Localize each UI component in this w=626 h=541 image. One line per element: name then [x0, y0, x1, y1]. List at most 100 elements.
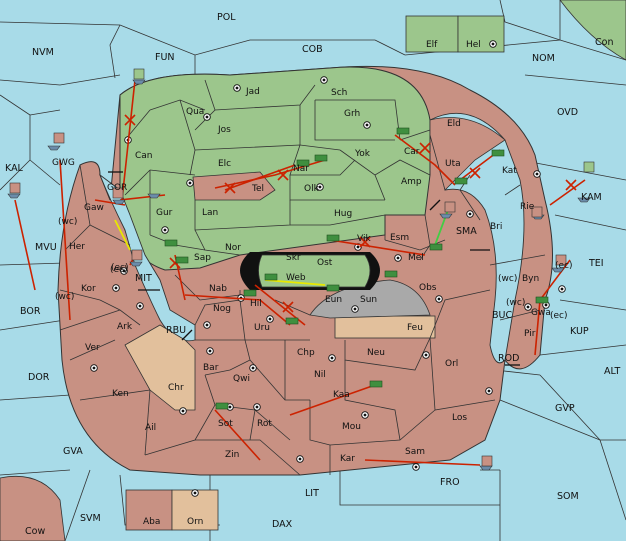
supply-centers	[90, 40, 566, 497]
units	[7, 68, 595, 471]
province-label: Elf	[426, 40, 438, 50]
sea-label: FRO	[440, 477, 460, 488]
black-route-arrows	[108, 171, 520, 366]
province-label: Mou	[342, 422, 361, 432]
province-label: Feu	[407, 323, 423, 333]
supply-center-dot	[526, 305, 530, 309]
sea-label: SMA	[456, 226, 477, 237]
cow-land	[0, 475, 66, 541]
sea-label: MIT	[135, 273, 152, 284]
uta-region	[429, 117, 506, 191]
sea-label: POL	[217, 12, 236, 23]
coast-tag: (wc)	[498, 274, 517, 284]
sea-label: BOR	[20, 306, 41, 317]
province-label: Zin	[225, 450, 239, 460]
province-label: Hug	[334, 209, 352, 219]
supply-center-dot	[437, 297, 441, 301]
province-label: Gaw	[84, 203, 104, 213]
supply-center-dot	[193, 491, 197, 495]
sea-labels: POL COB NVM FUN NOM Con KAL MVU BOR MIT …	[5, 12, 620, 537]
supply-center-dot	[181, 409, 185, 413]
sea-label: KUP	[570, 326, 589, 337]
sea-label: SVM	[80, 513, 101, 524]
sea-label: ALT	[604, 366, 620, 377]
supply-center-dot	[228, 405, 232, 409]
supply-center-dot	[544, 303, 548, 307]
sea-label: OVD	[557, 107, 578, 118]
supply-center-dot	[163, 228, 167, 232]
sea-label: BUC	[492, 310, 512, 321]
province-label: Olk	[304, 184, 320, 194]
supply-center-dot	[330, 356, 334, 360]
province-label: Mel	[408, 253, 424, 263]
province-label: Ost	[317, 258, 333, 268]
land-labels: Jad Sch Qua Jos Grh Eld Can Car Yok Elc …	[52, 40, 551, 527]
supply-center-dot	[205, 115, 209, 119]
province-label: Bri	[490, 222, 502, 232]
western-lagoon	[98, 173, 196, 342]
sea-label: NVM	[32, 47, 54, 58]
sea-label: GVA	[63, 446, 83, 457]
province-label: Neu	[367, 348, 385, 358]
supply-center-dot	[491, 42, 495, 46]
sun-land	[309, 279, 431, 319]
supply-center-dot	[255, 405, 259, 409]
sea-label: SOM	[557, 491, 579, 502]
supply-center-dot	[268, 317, 272, 321]
province-label: Web	[286, 273, 306, 283]
province-label: Skr	[286, 253, 301, 263]
province-label: Orn	[187, 517, 203, 527]
province-label: Kor	[81, 284, 96, 294]
province-label: Yok	[354, 149, 371, 159]
province-label: Eun	[325, 295, 342, 305]
province-label: Chp	[297, 348, 315, 358]
supply-center-dot	[468, 212, 472, 216]
province-label: Ver	[85, 343, 100, 353]
elf-land	[405, 15, 459, 53]
supply-center-dot	[322, 78, 326, 82]
province-label: Ark	[117, 322, 133, 332]
province-label: Bar	[203, 363, 219, 373]
center-island	[258, 254, 371, 288]
coast-tag: (wc)	[55, 292, 74, 302]
province-label: Sun	[360, 295, 377, 305]
supply-center-dot	[396, 256, 400, 260]
province-label: Kat	[502, 166, 517, 176]
province-label: Gur	[156, 208, 173, 218]
coast-tag: (ec)	[555, 261, 573, 271]
province-label: Qwi	[233, 374, 250, 384]
province-label: Jos	[217, 125, 231, 135]
supply-center-dot	[424, 353, 428, 357]
province-label: Nog	[213, 304, 231, 314]
coast-tag: (wc)	[58, 217, 77, 227]
province-label: Sch	[331, 88, 347, 98]
supply-center-dot	[298, 457, 302, 461]
province-label: Can	[135, 151, 153, 161]
sea-label: RBU	[166, 325, 186, 336]
province-label: Gwa	[531, 308, 551, 318]
province-label: Sam	[405, 447, 425, 457]
province-label: Uru	[254, 323, 270, 333]
supply-center-dot	[205, 323, 209, 327]
province-label: Nab	[209, 284, 227, 294]
province-label: Tel	[251, 184, 264, 194]
province-label: Obs	[419, 283, 437, 293]
province-label: Chr	[168, 383, 184, 393]
province-label: Nil	[314, 370, 326, 380]
province-label: Esm	[390, 233, 409, 243]
sea-label: KAL	[5, 163, 24, 174]
province-label: Eld	[447, 119, 461, 129]
supply-center-dot	[208, 349, 212, 353]
province-label: Ail	[145, 423, 156, 433]
province-label: Byn	[522, 274, 539, 284]
supply-center-dot	[235, 86, 239, 90]
province-label: Nar	[293, 164, 309, 174]
supply-center-dot	[92, 366, 96, 370]
sea-label: KAM	[581, 192, 602, 203]
province-label: GWG	[52, 158, 75, 168]
province-label: Jad	[245, 87, 260, 97]
supply-center-dot	[535, 172, 539, 176]
province-label: Rie	[520, 202, 535, 212]
